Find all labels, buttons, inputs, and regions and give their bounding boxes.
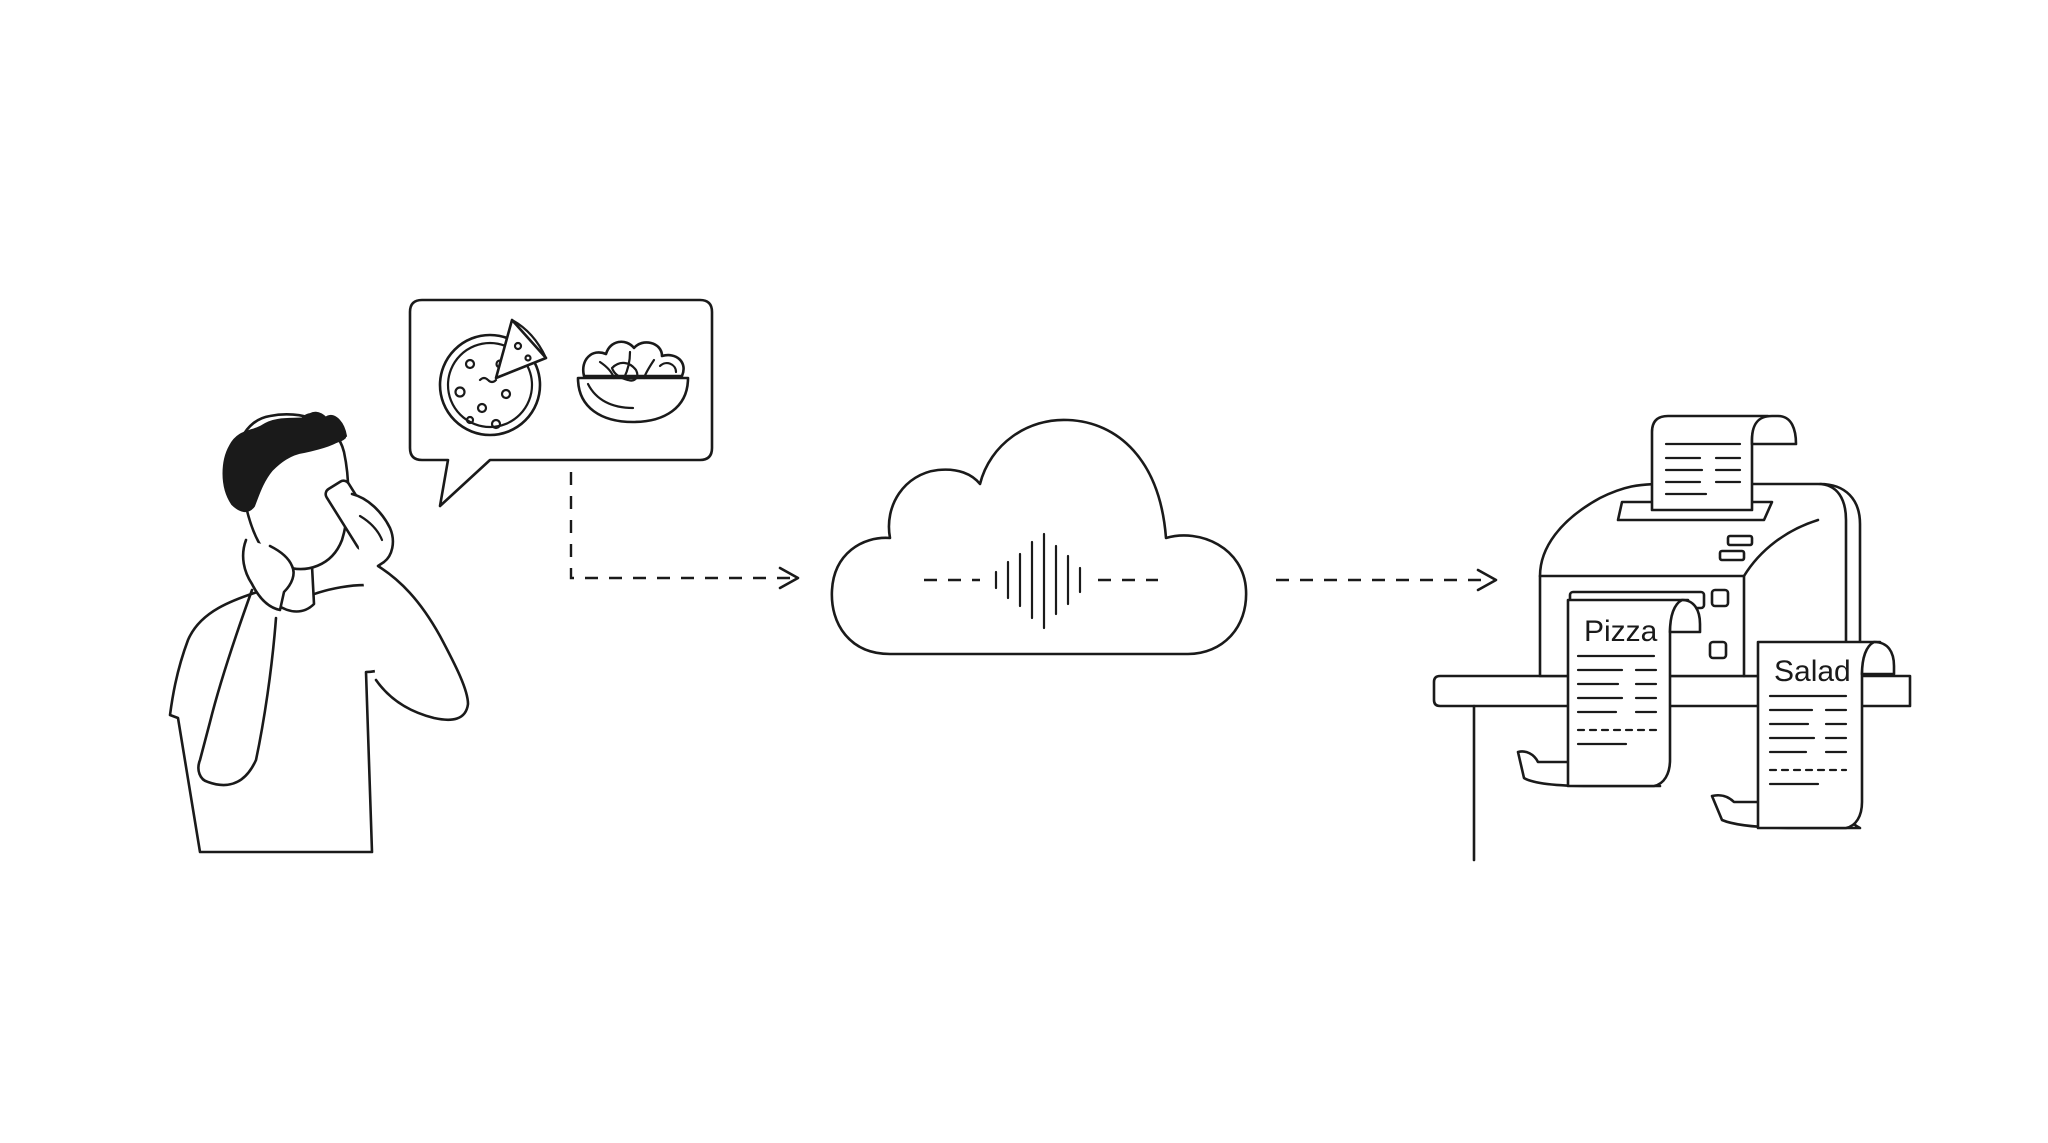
speech-bubble	[408, 298, 714, 508]
sound-wave-icon	[924, 532, 1158, 630]
person-on-phone-icon	[168, 411, 470, 854]
salad-bowl-icon	[576, 340, 690, 424]
pizza-icon	[438, 318, 548, 437]
arrow-to-printer	[1276, 568, 1498, 592]
arrow-to-cloud	[569, 472, 800, 590]
top-receipt	[1650, 414, 1798, 512]
cloud-icon	[830, 418, 1248, 656]
salad-receipt-label: Salad	[1774, 655, 1851, 688]
pizza-receipt-label: Pizza	[1584, 615, 1658, 648]
pizza-receipt: Pizza	[1516, 598, 1702, 788]
salad-receipt: Salad	[1710, 640, 1896, 830]
